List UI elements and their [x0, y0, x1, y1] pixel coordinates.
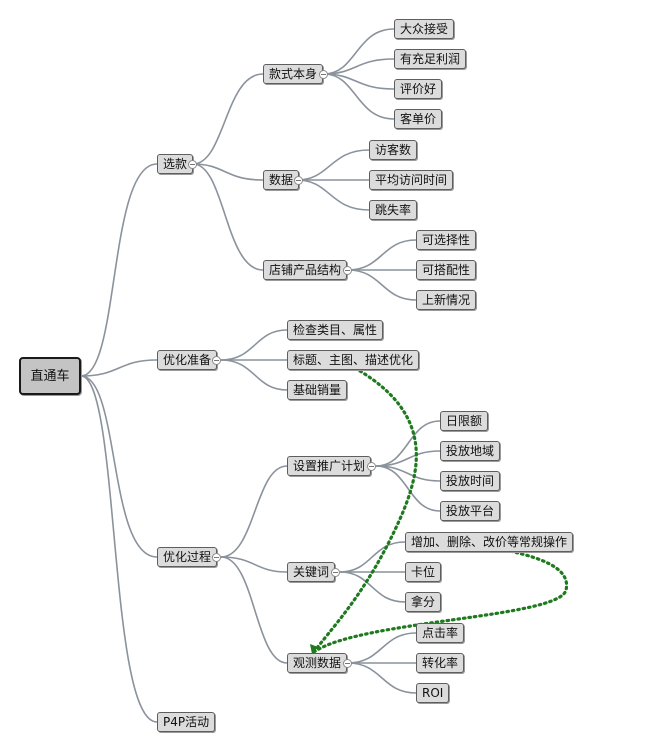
node-shuju-2[interactable]: 平均访问时间	[369, 170, 454, 190]
edge-guocheng-shezhi	[220, 465, 288, 558]
node-kuanshi[interactable]: 款式本身	[263, 64, 324, 84]
relationship-title-to-observe	[312, 369, 418, 654]
edge-zhunbei-1	[220, 329, 288, 361]
edge-xuankuan-shuju	[192, 163, 264, 181]
node-zhunbei-3[interactable]: 基础销量	[287, 380, 348, 400]
edge-xuankuan-kuanshi	[192, 73, 264, 165]
node-p4p[interactable]: P4P活动	[157, 712, 216, 732]
edge-zhunbei-3	[220, 359, 288, 391]
node-guanjianci-3[interactable]: 拿分	[405, 592, 442, 612]
edge-shuju-3	[296, 179, 370, 211]
collapse-toggle-icon[interactable]	[319, 70, 328, 79]
branch-connectors	[80, 28, 441, 723]
edge-root-zhunbei	[80, 359, 158, 377]
edge-shuju-1	[296, 149, 370, 181]
collapse-toggle-icon[interactable]	[331, 568, 340, 577]
relationship-observe-to-keyword-ops	[312, 549, 569, 654]
node-kuanshi-2[interactable]: 有充足利润	[394, 49, 467, 69]
relationship-connectors	[312, 369, 569, 654]
node-guanjianci-1[interactable]: 增加、删除、改价等常规操作	[405, 532, 574, 552]
edge-kuanshi-4	[323, 73, 395, 120]
node-shuju-1[interactable]: 访客数	[369, 140, 418, 160]
edge-guocheng-guanjianci	[220, 556, 288, 573]
node-shezhi-1[interactable]: 日限额	[440, 411, 489, 431]
node-xuankuan[interactable]: 选款	[157, 154, 194, 174]
edge-xuankuan-dianpu	[192, 163, 264, 271]
edge-dianpu-3	[347, 269, 417, 301]
node-dianpu-1[interactable]: 可选择性	[416, 230, 477, 250]
node-shezhi-2[interactable]: 投放地域	[440, 441, 501, 461]
node-guanjianci[interactable]: 关键词	[287, 562, 336, 582]
edge-guanjianci-1	[339, 541, 406, 573]
edge-root-p4p	[80, 375, 158, 723]
edge-guocheng-guance	[220, 556, 288, 664]
node-guance-1[interactable]: 点击率	[416, 623, 465, 643]
edge-kuanshi-2	[323, 58, 395, 75]
node-youhua-zhunbei[interactable]: 优化准备	[157, 350, 218, 370]
node-guance-3[interactable]: ROI	[416, 683, 450, 703]
node-dianpu[interactable]: 店铺产品结构	[263, 260, 348, 280]
node-dianpu-3[interactable]: 上新情况	[416, 290, 477, 310]
edge-root-guocheng	[80, 375, 158, 558]
edge-shezhi-4	[375, 465, 441, 512]
node-youhua-guocheng[interactable]: 优化过程	[157, 547, 218, 567]
collapse-toggle-icon[interactable]	[212, 356, 221, 365]
collapse-toggle-icon[interactable]	[294, 176, 303, 185]
relationship-arrowhead	[310, 644, 318, 654]
node-zhunbei-2[interactable]: 标题、主图、描述优化	[287, 350, 420, 370]
node-shuju-3[interactable]: 跳失率	[369, 200, 418, 220]
node-kuanshi-4[interactable]: 客单价	[394, 109, 443, 129]
node-shezhi-4[interactable]: 投放平台	[440, 501, 501, 521]
edge-shezhi-1	[375, 420, 441, 467]
collapse-toggle-icon[interactable]	[188, 160, 197, 169]
node-kuanshi-1[interactable]: 大众接受	[394, 19, 455, 39]
edge-guance-1	[347, 632, 417, 664]
collapse-toggle-icon[interactable]	[343, 659, 352, 668]
edge-guance-3	[347, 662, 417, 694]
node-zhunbei-1[interactable]: 检查类目、属性	[287, 320, 384, 340]
node-shezhi-3[interactable]: 投放时间	[440, 471, 501, 491]
collapse-toggle-icon[interactable]	[343, 266, 352, 275]
edge-guanjianci-3	[339, 571, 406, 603]
collapse-toggle-icon[interactable]	[367, 462, 376, 471]
node-kuanshi-3[interactable]: 评价好	[394, 79, 443, 99]
edge-kuanshi-1	[323, 28, 395, 75]
node-guance[interactable]: 观测数据	[287, 653, 348, 673]
node-guanjianci-2[interactable]: 卡位	[405, 562, 442, 582]
edge-dianpu-1	[347, 239, 417, 271]
node-dianpu-2[interactable]: 可搭配性	[416, 260, 477, 280]
edge-kuanshi-3	[323, 73, 395, 90]
node-guance-2[interactable]: 转化率	[416, 653, 465, 673]
collapse-toggle-icon[interactable]	[212, 553, 221, 562]
edge-root-xuankuan	[80, 163, 158, 377]
node-shezhi[interactable]: 设置推广计划	[287, 456, 372, 476]
root-node[interactable]: 直通车	[19, 357, 81, 395]
